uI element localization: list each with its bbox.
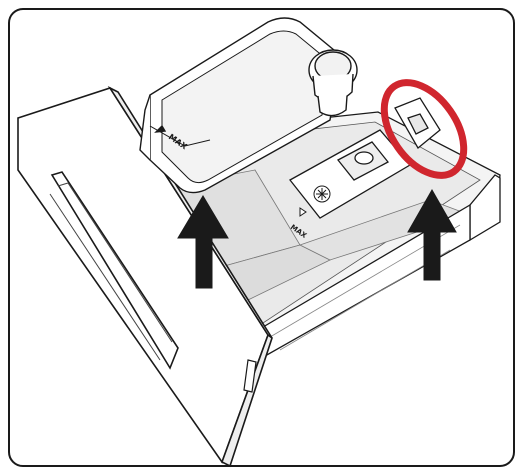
red-ellipse-highlight — [380, 79, 468, 179]
up-arrow-icon — [177, 195, 229, 289]
liquid-detergent-cup: MAX — [139, 17, 358, 194]
drawer-front-panel — [17, 85, 273, 468]
release-latch — [394, 97, 441, 149]
triangle-marker-icon — [299, 207, 307, 217]
softener-slider: MAX — [289, 129, 411, 240]
up-arrow-icon — [407, 188, 457, 281]
